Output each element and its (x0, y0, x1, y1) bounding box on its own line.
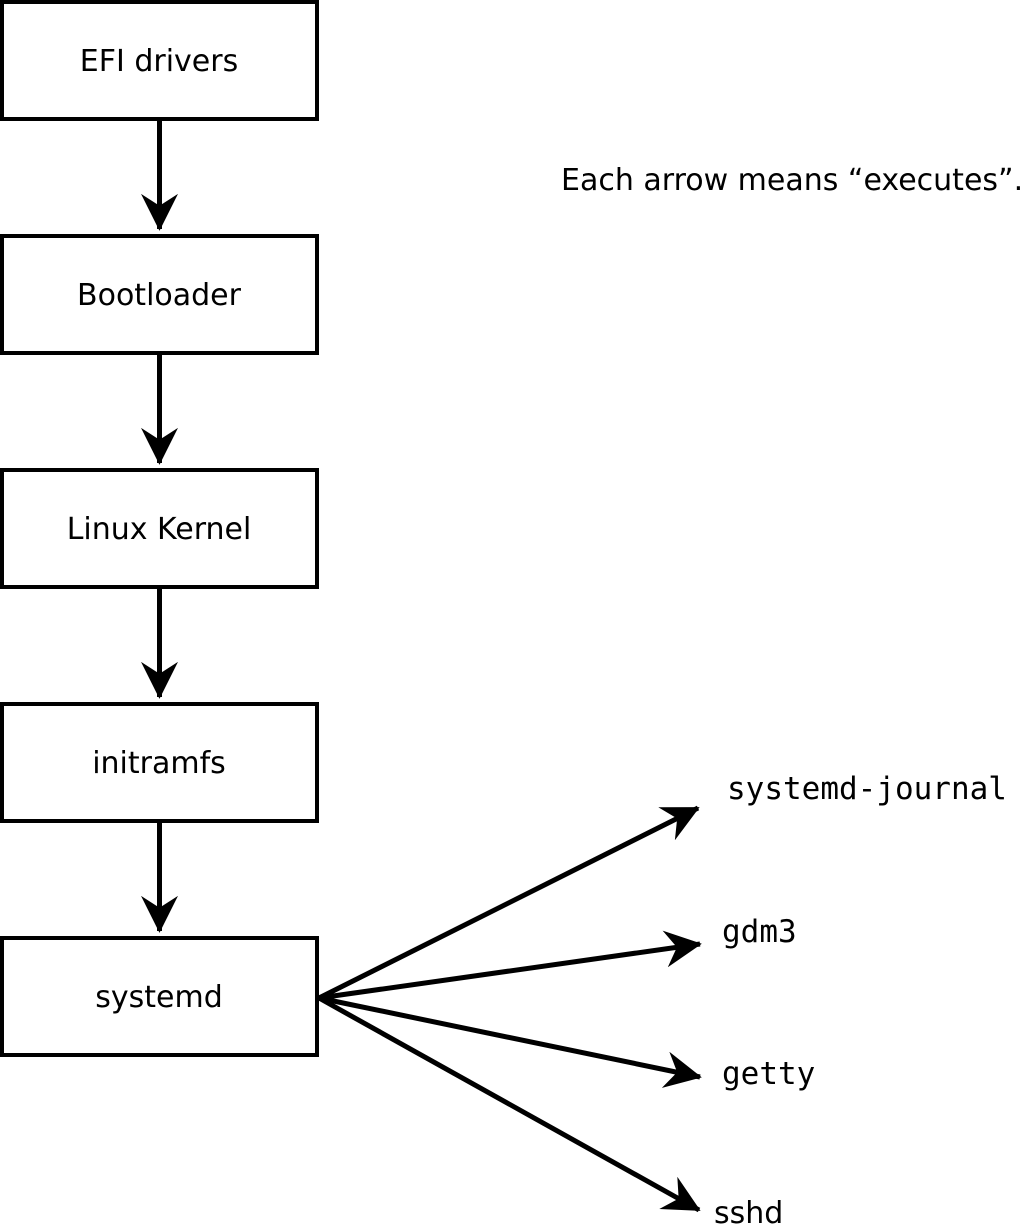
arrow-systemd-to-systemd-journal (317, 805, 700, 1001)
flow-box-linux-kernel: Linux Kernel (0, 468, 319, 589)
flow-box-bootloader: Bootloader (0, 234, 319, 355)
service-label-gdm3: gdm3 (722, 914, 797, 950)
note-text: Each arrow means “executes”. (561, 163, 1023, 198)
service-label-sshd: sshd (714, 1196, 783, 1230)
flow-box-rect (0, 702, 319, 823)
flow-box-systemd: systemd (0, 936, 319, 1057)
flow-box-rect (0, 936, 319, 1057)
flow-box-label: systemd (95, 980, 223, 1015)
flow-box-rect (0, 468, 319, 589)
flow-box-initramfs: initramfs (0, 702, 319, 823)
arrow-systemd-to-gdm3 (318, 930, 702, 1001)
service-label-getty: getty (722, 1056, 815, 1092)
flow-box-label: EFI drivers (80, 44, 238, 79)
flow-box-label: Linux Kernel (67, 512, 252, 547)
arrow-systemd-to-getty (318, 995, 702, 1088)
flow-box-label: Bootloader (77, 278, 242, 313)
flow-box-label: initramfs (92, 746, 226, 781)
arrow-systemd-to-sshd (317, 995, 701, 1213)
flow-box-rect (0, 234, 319, 355)
flow-box-efi-drivers: EFI drivers (0, 0, 319, 121)
service-label-systemd-journal: systemd-journal (727, 771, 1007, 807)
flow-box-rect (0, 0, 319, 121)
